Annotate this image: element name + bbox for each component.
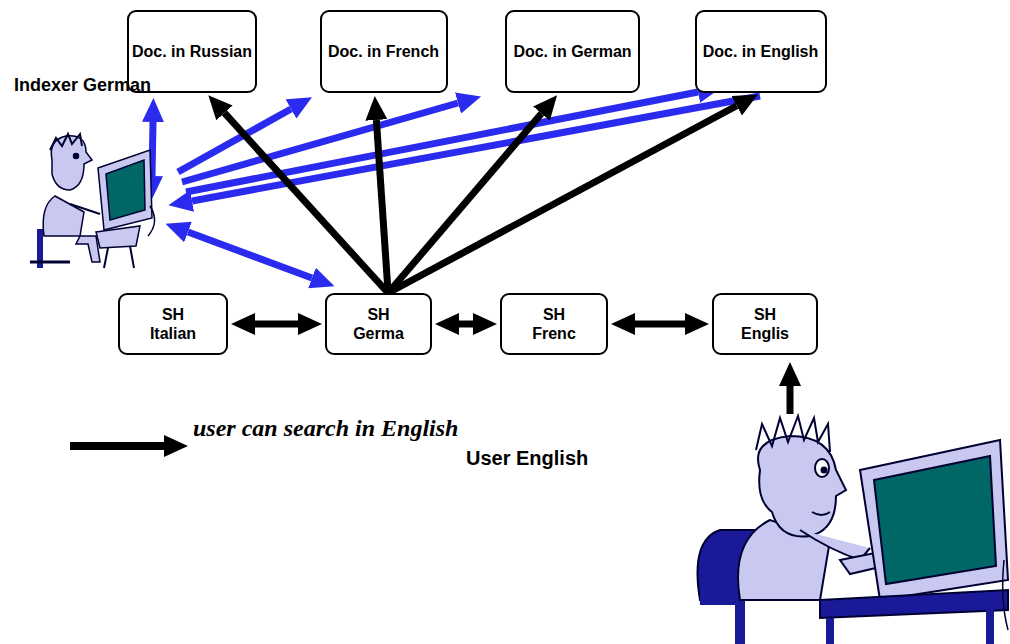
search-arrow — [388, 114, 541, 293]
user-figure — [698, 416, 1009, 644]
search-arrow — [388, 106, 737, 293]
document-box: Doc. in French — [320, 10, 448, 93]
subject-heading-box: SH Germa — [325, 293, 432, 355]
indexer-arrows — [152, 92, 760, 278]
user-arrow — [787, 386, 794, 414]
search-arrow — [255, 321, 298, 328]
user-label: User English — [466, 446, 666, 470]
subject-heading-box: SH Italian — [118, 293, 228, 355]
node-label: SH Frenc — [532, 305, 576, 343]
document-box: Doc. in German — [505, 10, 640, 93]
node-label: Doc. in Russian — [132, 42, 252, 61]
subject-heading-box: SH Frenc — [500, 293, 608, 355]
search-arrow — [224, 113, 388, 293]
search-arrow — [635, 321, 685, 328]
index-arrow — [152, 122, 153, 176]
legend-arrow-sample — [70, 442, 164, 450]
node-label: SH Germa — [353, 305, 404, 343]
document-box: Doc. in English — [695, 10, 827, 93]
node-label: Doc. in German — [513, 42, 631, 61]
node-label: Doc. in French — [328, 42, 439, 61]
search-arrow — [376, 120, 388, 293]
subject-heading-box: SH Englis — [712, 293, 818, 355]
search-arrow — [459, 321, 473, 328]
index-arrow — [188, 232, 312, 278]
indexer-label: Indexer German — [14, 74, 154, 96]
index-arrow — [186, 92, 698, 192]
node-label: SH Englis — [741, 305, 789, 343]
node-label: SH Italian — [150, 305, 196, 343]
legend-text: user can search in English — [193, 414, 493, 442]
node-label: Doc. in English — [703, 42, 819, 61]
indexer-figure — [30, 134, 155, 268]
